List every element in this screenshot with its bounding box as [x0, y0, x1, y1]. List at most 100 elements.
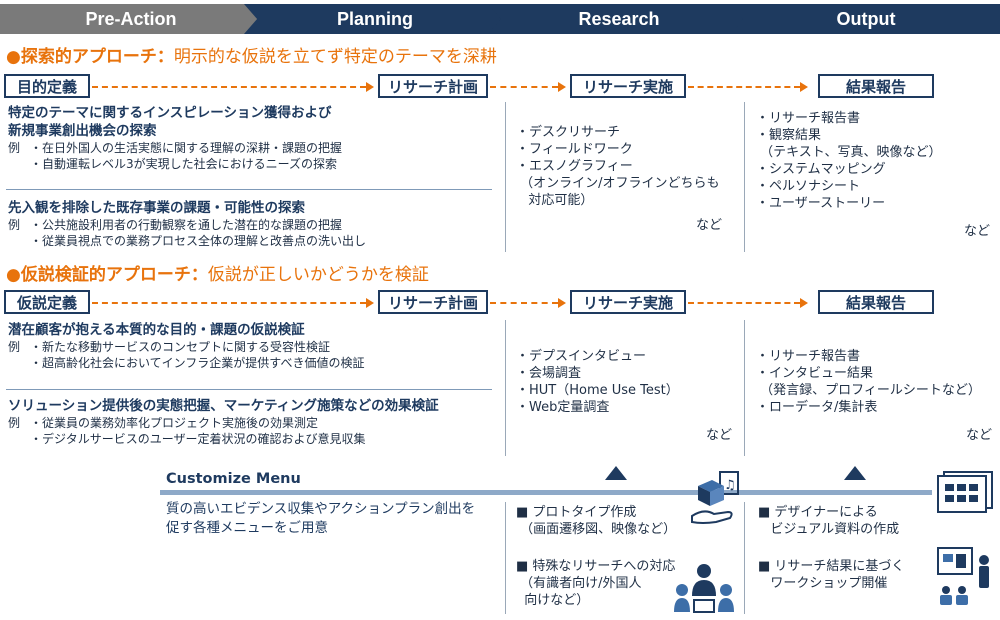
etc-label: など — [966, 424, 992, 443]
box-hypothesis-definition: 仮説定義 — [4, 290, 90, 314]
box-label: 仮説定義 — [17, 292, 77, 313]
triangle-up-icon — [605, 466, 627, 480]
flow-arrow — [490, 302, 558, 304]
hypothesis-theme-1: 潜在顧客が抱える本質的な目的・課題の仮説検証 例・新たな移動サービスのコンセプト… — [8, 321, 498, 371]
customize-menu-title: Customize Menu — [166, 471, 301, 487]
example-text: ・従業員視点での業務プロセス全体の理解と改善点の洗い出し — [30, 234, 366, 248]
box-research-plan: リサーチ計画 — [378, 290, 488, 314]
output-list: ・リサーチ報告書 ・観察結果 （テキスト、写真、映像など） ・システムマッピング… — [756, 110, 941, 212]
arrowhead-icon — [558, 298, 566, 308]
divider — [6, 389, 492, 390]
theme-heading: 先入観を排除した既存事業の課題・可能性の探索 — [8, 199, 498, 217]
exploratory-theme-2: 先入観を排除した既存事業の課題・可能性の探索 例・公共施設利用者の行動観察を通し… — [8, 199, 498, 249]
arrowhead-icon — [366, 82, 374, 92]
approach-title: ●探索的アプローチ： — [6, 47, 174, 67]
example-text: ・従業員の業務効率化プロジェクト実施後の効果測定 — [30, 416, 318, 430]
research-methods-list: ・デプスインタビュー ・会場調査 ・HUT（Home Use Test） ・We… — [516, 348, 679, 416]
example-label: 例 — [8, 339, 30, 355]
phase-label: Planning — [337, 9, 413, 30]
divider — [505, 320, 506, 456]
arrowhead-icon — [366, 298, 374, 308]
theme-heading: 新規事業創出機会の探索 — [8, 122, 498, 140]
box-research-plan: リサーチ計画 — [378, 74, 488, 98]
menu-item-visual-materials: ■ デザイナーによる ビジュアル資料の作成 — [758, 504, 899, 538]
menu-item-special-research: ■ 特殊なリサーチへの対応 （有識者向け/外国人 向けなど） — [516, 558, 675, 609]
flow-arrow — [688, 302, 800, 304]
box-result-report: 結果報告 — [818, 74, 934, 98]
flow-arrow — [688, 86, 800, 88]
example-line: 例・新たな移動サービスのコンセプトに関する受容性検証 — [8, 339, 498, 355]
phase-pre-action: Pre-Action — [0, 4, 262, 34]
flow-arrow — [490, 86, 558, 88]
triangle-up-icon — [844, 466, 866, 480]
box-label: 目的定義 — [17, 76, 77, 97]
customize-menu-bar — [160, 490, 932, 495]
box-label: リサーチ計画 — [388, 76, 478, 97]
phase-output: Output — [732, 4, 1000, 34]
phase-research: Research — [488, 4, 750, 34]
example-line: 例・公共施設利用者の行動観察を通した潜在的な課題の把握 — [8, 217, 498, 233]
divider — [6, 189, 492, 190]
output-list: ・リサーチ報告書 ・インタビュー結果 （発言録、プロフィールシートなど） ・ロー… — [756, 348, 981, 416]
example-line: 例・従業員の業務効率化プロジェクト実施後の効果測定 — [8, 415, 503, 431]
example-text: ・在日外国人の生活実態に関する理解の深耕・課題の把握 — [30, 141, 342, 155]
box-hand-icon: ♫ — [690, 470, 744, 528]
divider — [744, 502, 745, 614]
example-text: ・新たな移動サービスのコンセプトに関する受容性検証 — [30, 340, 330, 354]
etc-label: など — [696, 214, 722, 233]
customize-menu-description: 質の高いエビデンス収集やアクションプラン創出を 促す各種メニューをご用意 — [166, 500, 475, 538]
exploratory-approach-title: ●探索的アプローチ：明示的な仮説を立てず特定のテーマを深耕 — [6, 42, 497, 67]
example-label: 例 — [8, 140, 30, 156]
theme-heading: 潜在顧客が抱える本質的な目的・課題の仮説検証 — [8, 321, 498, 339]
box-label: 結果報告 — [846, 76, 906, 97]
exploratory-theme-1: 特定のテーマに関するインスピレーション獲得および 新規事業創出機会の探索 例・在… — [8, 104, 498, 172]
menu-item-prototype: ■ プロトタイプ作成 （画面遷移図、映像など） — [516, 504, 676, 538]
box-label: リサーチ実施 — [583, 292, 673, 313]
description-line: 促す各種メニューをご用意 — [166, 519, 475, 538]
theme-heading: 特定のテーマに関するインスピレーション獲得および — [8, 104, 498, 122]
arrowhead-icon — [800, 82, 808, 92]
example-line: ・デジタルサービスのユーザー定着状況の確認および意見収集 — [8, 431, 503, 447]
phase-label: Research — [578, 9, 659, 30]
flow-arrow — [92, 302, 366, 304]
arrowhead-icon — [558, 82, 566, 92]
etc-label: など — [706, 424, 732, 443]
interview-people-icon — [672, 562, 736, 614]
example-line: ・従業員視点での業務プロセス全体の理解と改善点の洗い出し — [8, 233, 498, 249]
hypothesis-approach-title: ●仮説検証的アプローチ：仮説が正しいかどうかを検証 — [6, 260, 429, 285]
description-line: 質の高いエビデンス収集やアクションプラン創出を — [166, 500, 475, 519]
example-label: 例 — [8, 415, 30, 431]
example-text: ・デジタルサービスのユーザー定着状況の確認および意見収集 — [30, 432, 366, 446]
example-text: ・公共施設利用者の行動観察を通した潜在的な課題の把握 — [30, 218, 342, 232]
theme-heading: ソリューション提供後の実態把握、マーケティング施策などの効果検証 — [8, 397, 503, 415]
phase-label: Pre-Action — [85, 9, 176, 30]
divider — [744, 102, 745, 252]
presenter-icon — [934, 546, 996, 608]
arrowhead-icon — [800, 298, 808, 308]
box-label: リサーチ実施 — [583, 76, 673, 97]
approach-subtitle: 仮説が正しいかどうかを検証 — [208, 265, 429, 285]
presentation-board-icon — [936, 470, 994, 514]
menu-item-workshop: ■ リサーチ結果に基づく ワークショップ開催 — [758, 558, 904, 592]
box-label: リサーチ計画 — [388, 292, 478, 313]
hypothesis-theme-2: ソリューション提供後の実態把握、マーケティング施策などの効果検証 例・従業員の業… — [8, 397, 503, 447]
box-research-execution: リサーチ実施 — [570, 74, 686, 98]
divider — [505, 102, 506, 252]
example-line: ・自動運転レベル3が実現した社会におけるニーズの探索 — [8, 156, 498, 172]
example-text: ・自動運転レベル3が実現した社会におけるニーズの探索 — [30, 157, 337, 171]
phase-label: Output — [837, 9, 896, 30]
box-result-report: 結果報告 — [818, 290, 934, 314]
example-text: ・超高齢化社会においてインフラ企業が提供すべき価値の検証 — [30, 356, 364, 370]
divider — [744, 320, 745, 456]
box-purpose-definition: 目的定義 — [4, 74, 90, 98]
research-methods-list: ・デスクリサーチ ・フィールドワーク ・エスノグラフィー （オンライン/オフライ… — [516, 124, 720, 209]
example-line: 例・在日外国人の生活実態に関する理解の深耕・課題の把握 — [8, 140, 498, 156]
divider — [505, 502, 506, 614]
example-line: ・超高齢化社会においてインフラ企業が提供すべき価値の検証 — [8, 355, 498, 371]
example-label: 例 — [8, 217, 30, 233]
approach-subtitle: 明示的な仮説を立てず特定のテーマを深耕 — [174, 47, 497, 67]
box-label: 結果報告 — [846, 292, 906, 313]
phase-planning: Planning — [244, 4, 506, 34]
approach-title: ●仮説検証的アプローチ： — [6, 265, 208, 285]
etc-label: など — [964, 220, 990, 239]
